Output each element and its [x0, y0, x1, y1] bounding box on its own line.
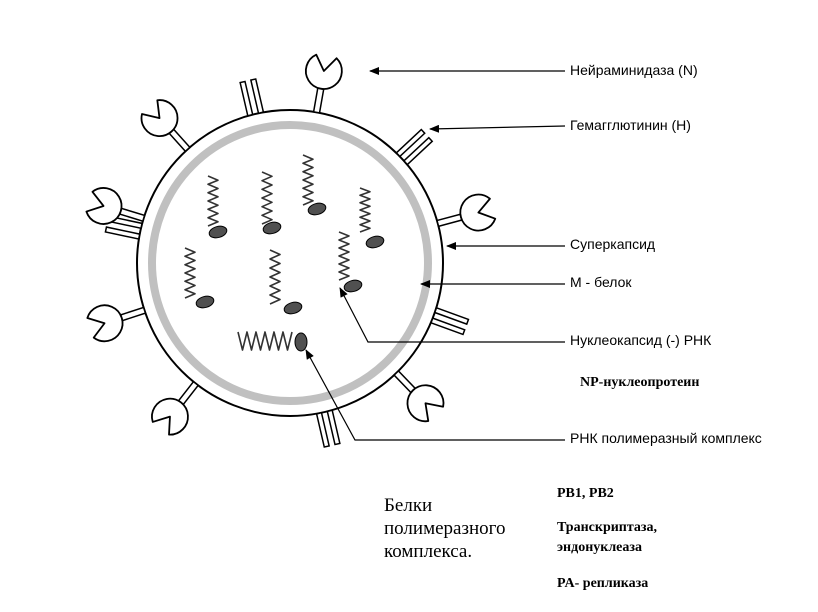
proteins-heading-line-2: полимеразного	[384, 518, 506, 539]
rna-segments	[184, 154, 385, 352]
label-endonuclease: эндонуклеаза	[557, 540, 643, 555]
label-polymerase-complex: РНК полимеразный комплекс	[570, 430, 762, 446]
label-m-protein: М - белок	[570, 274, 632, 290]
neuraminidase-spike	[304, 53, 343, 114]
leader-lines	[305, 67, 566, 441]
np-dot	[262, 221, 282, 235]
nucleocapsid-segment	[359, 187, 385, 249]
np-dot	[365, 235, 385, 249]
np-dot	[195, 295, 215, 309]
leader-nucleocapsid	[339, 287, 565, 343]
neuraminidase-spike	[86, 304, 147, 343]
label-neuraminidase: Нейраминидаза (N)	[570, 62, 698, 78]
label-supercapsid: Суперкапсид	[570, 236, 656, 252]
m-protein-layer	[148, 121, 432, 405]
hemagglutinin-spike	[395, 128, 434, 166]
hemagglutinin-spike	[239, 78, 265, 117]
neuraminidase-spike	[85, 187, 146, 225]
rna-coil-horizontal	[237, 331, 308, 352]
label-transcriptase: Транскриптаза,	[557, 520, 658, 535]
neuraminidase-spike	[140, 99, 191, 153]
np-dot	[208, 225, 228, 239]
neuraminidase-spike	[436, 193, 497, 232]
proteins-heading-line-1: Белки	[384, 495, 433, 516]
leader-polymerase-complex	[305, 349, 565, 441]
label-np-nucleoprotein: NP-нуклеопротеин	[580, 375, 700, 390]
leader-hemagglutinin	[429, 124, 566, 133]
surface-spikes	[85, 53, 497, 448]
proteins-heading-line-3: комплекса.	[384, 541, 473, 562]
hemagglutinin-spike	[315, 409, 341, 448]
label-hemagglutinin: Гемагглютинин (H)	[570, 117, 691, 133]
np-dot	[307, 202, 327, 216]
nucleocapsid-segment	[184, 247, 215, 309]
proteins-heading: Белки полимеразного комплекса.	[384, 494, 505, 563]
np-dot	[283, 301, 303, 315]
hemagglutinin-spike	[430, 306, 470, 336]
nucleocapsid-segment	[261, 171, 282, 235]
nucleocapsid-segment	[302, 154, 327, 216]
supercapsid-envelope	[136, 109, 444, 417]
neuraminidase-spike	[393, 369, 445, 423]
label-nucleocapsid: Нуклеокапсид (-) РНК	[570, 332, 712, 348]
nucleocapsid-segment	[269, 249, 303, 315]
label-pb1-pb2: PB1, PB2	[557, 486, 614, 501]
nucleocapsid-segment	[207, 175, 228, 239]
polymerase-complex-dot	[294, 332, 308, 352]
neuraminidase-spike	[151, 380, 200, 436]
label-pa-replicase: PA- репликаза	[557, 576, 649, 591]
